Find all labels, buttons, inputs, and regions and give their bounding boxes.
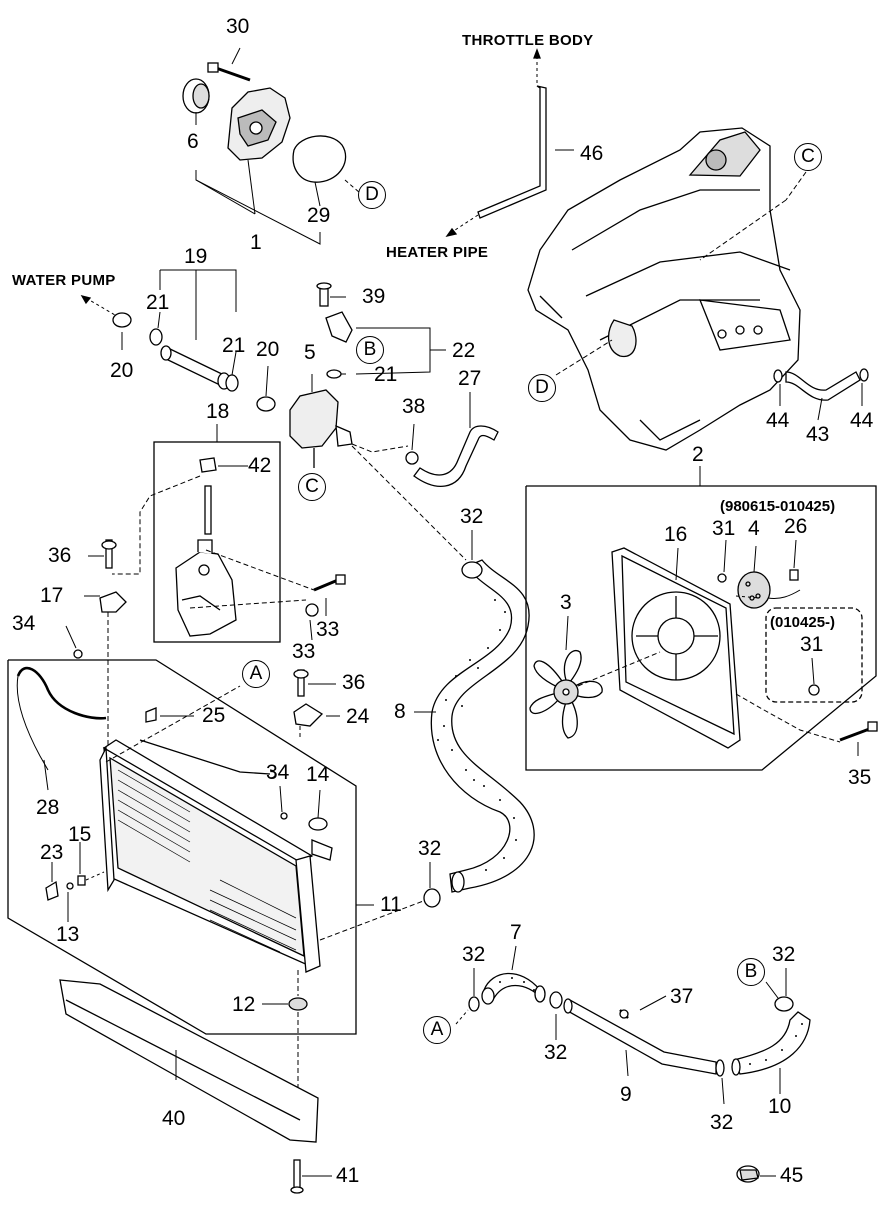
part-number: 46 [580, 142, 604, 165]
water-pump-pipe-19 [80, 269, 276, 412]
part-number: 6 [187, 130, 199, 153]
part-number: 38 [402, 395, 426, 418]
part-number: 32 [710, 1111, 734, 1134]
part-number: 44 [850, 409, 874, 432]
thermostat-housing [289, 282, 467, 561]
part-number: 13 [56, 923, 80, 946]
part-number: 32 [462, 943, 486, 966]
part-number: 3 [560, 591, 572, 614]
part-number: 32 [544, 1041, 568, 1064]
part-number: 31 [712, 517, 736, 540]
callout-a-radiator: A [242, 660, 270, 688]
lower-air-guard-40 [59, 979, 332, 1194]
lower-hose-7 [455, 945, 563, 1040]
part-number: 27 [458, 367, 482, 390]
part-number: 41 [336, 1164, 360, 1187]
part-number: 14 [306, 763, 330, 786]
part-number: 36 [342, 671, 366, 694]
part-number: 22 [452, 339, 476, 362]
part-number: 10 [768, 1095, 792, 1118]
part-number: 20 [110, 359, 134, 382]
clamp-45 [736, 1165, 776, 1183]
callout-c-top: C [794, 143, 822, 171]
part-number: 40 [162, 1107, 186, 1130]
part-number: 4 [748, 517, 760, 540]
date-range-label-2: (010425-) [770, 614, 836, 631]
callout-c-thermostat: C [298, 473, 326, 501]
part-number: 43 [806, 423, 830, 446]
callout-b-top: B [356, 336, 384, 364]
part-number: 24 [346, 705, 370, 728]
part-number: 36 [48, 544, 72, 567]
bracket-17 [65, 539, 127, 746]
part-number: 33 [292, 640, 316, 663]
water-pump-assembly [182, 47, 361, 245]
bypass-hose-10 [731, 968, 811, 1094]
part-number: 21 [374, 363, 398, 386]
part-number: 1 [250, 231, 262, 254]
part-number: 26 [784, 515, 808, 538]
cooling-fan-group [525, 466, 878, 771]
part-number: 28 [36, 796, 60, 819]
part-number: 15 [68, 823, 92, 846]
part-number: 37 [670, 985, 694, 1008]
part-number: 25 [202, 704, 226, 727]
bracket-24 [293, 669, 340, 740]
part-number: 8 [394, 700, 406, 723]
water-pipe-9 [563, 995, 725, 1105]
heater-hose-27 [405, 392, 499, 487]
part-number: 34 [266, 761, 290, 784]
part-number: 39 [362, 285, 386, 308]
bypass-hose-43 [773, 368, 869, 421]
part-number: 20 [256, 338, 280, 361]
water-pump-label: WATER PUMP [12, 272, 116, 289]
part-number: 44 [766, 409, 790, 432]
part-number: 35 [848, 766, 872, 789]
heater-pipe-label: HEATER PIPE [386, 244, 489, 261]
part-number: 32 [460, 505, 484, 528]
part-number: 33 [316, 618, 340, 641]
callout-d-engine: D [528, 374, 556, 402]
part-number: 45 [780, 1164, 804, 1187]
radiator-core [45, 685, 427, 1100]
part-number: 5 [304, 341, 316, 364]
radiator-frame [7, 659, 374, 1035]
part-number: 29 [307, 204, 331, 227]
part-number: 42 [248, 454, 272, 477]
part-number: 30 [226, 15, 250, 38]
part-number: 9 [620, 1083, 632, 1106]
part-number: 18 [206, 400, 230, 423]
callout-d-top: D [358, 181, 386, 209]
engine-block [527, 127, 807, 451]
part-number: 17 [40, 584, 64, 607]
reservoir-group [153, 424, 346, 643]
part-number: 34 [12, 612, 36, 635]
date-range-label-1: (980615-010425) [720, 498, 836, 515]
overflow-hose-28 [16, 666, 107, 720]
part-number: 32 [418, 837, 442, 860]
callout-a-lower: A [423, 1016, 451, 1044]
part-number: 32 [772, 943, 796, 966]
heater-pipe-46 [445, 48, 574, 238]
part-number: 12 [232, 993, 256, 1016]
radiator-hose-8 [414, 530, 535, 908]
part-number: 16 [664, 523, 688, 546]
part-number: 21 [222, 334, 246, 357]
part-number: 21 [146, 291, 170, 314]
part-number: 19 [184, 245, 208, 268]
part-number: 2 [692, 443, 704, 466]
part-number: 7 [510, 921, 522, 944]
part-number: 31 [800, 633, 824, 656]
part-number: 11 [380, 893, 402, 916]
part-number: 23 [40, 841, 64, 864]
callout-b-lower: B [737, 958, 765, 986]
throttle-body-label: THROTTLE BODY [462, 32, 594, 49]
